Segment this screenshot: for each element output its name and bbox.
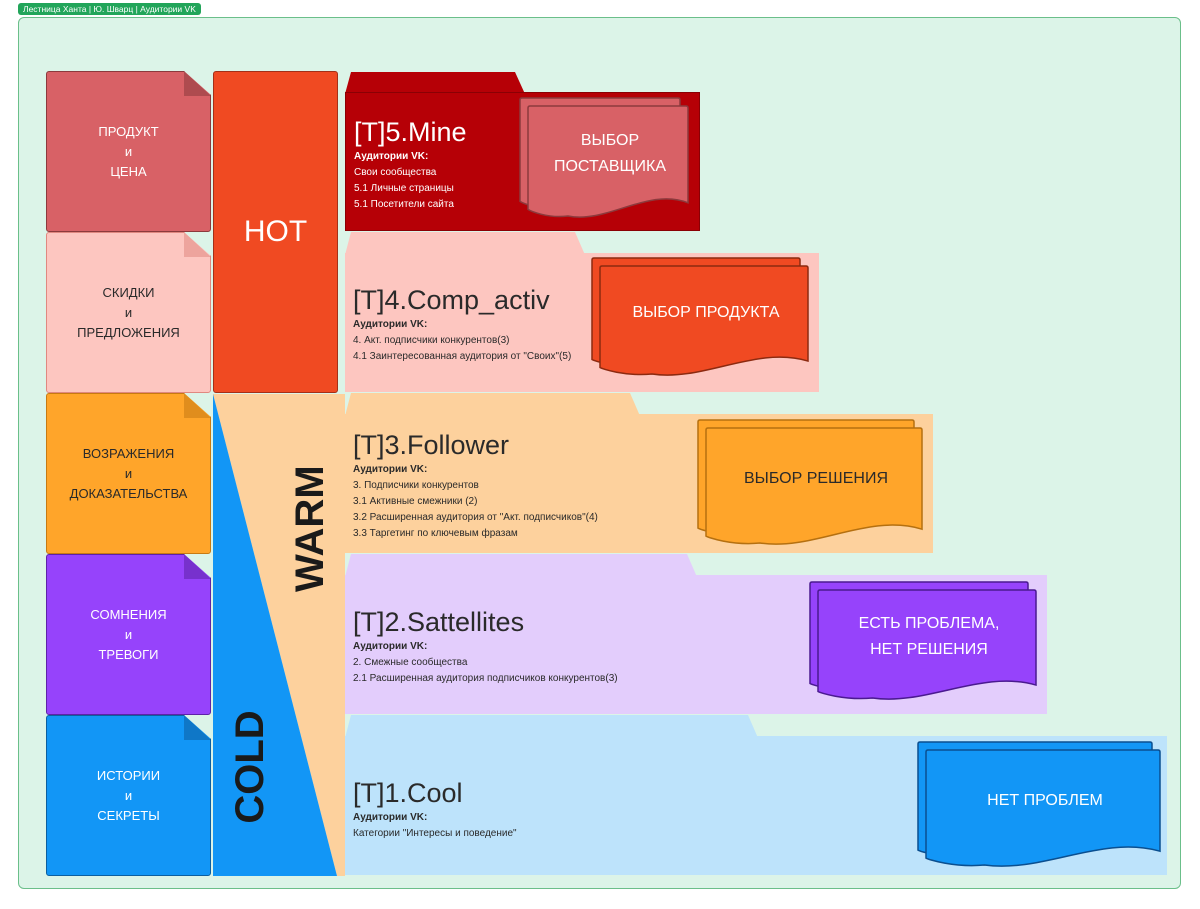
audience-item: 3.3 Таргетинг по ключевым фразам <box>353 528 518 539</box>
audience-item: Свои сообщества <box>354 167 437 178</box>
stage-label-line: ЕСТЬ ПРОБЛЕМА, <box>858 615 1000 632</box>
note-line: ВОЗРАЖЕНИЯ <box>82 445 175 461</box>
warm-area <box>213 394 345 876</box>
band-title: [T]5.Mine <box>354 117 467 147</box>
note-line: ЦЕНА <box>110 163 147 179</box>
audience-item: 5.1 Посетители сайта <box>354 199 454 210</box>
audience-item: 2.1 Расширенная аудитория подписчиков ко… <box>353 673 618 684</box>
step-tab <box>345 232 585 255</box>
audience-item: 2. Смежные сообщества <box>353 657 468 668</box>
note-line: СОМНЕНИЯ <box>90 606 167 622</box>
step-tab <box>345 715 758 738</box>
stage-label: ВЫБОР ПОСТАВЩИКА <box>530 128 690 180</box>
stage-label-line: ВЫБОР РЕШЕНИЯ <box>743 469 888 487</box>
band-title: [T]4.Comp_activ <box>353 285 550 315</box>
audience-item: 3.1 Активные смежники (2) <box>353 496 478 507</box>
note-line: ИСТОРИИ <box>96 767 161 783</box>
step-tab <box>345 393 640 416</box>
step-tab <box>345 554 697 577</box>
audience-label: Аудитории VK: <box>353 319 428 330</box>
stage-label-line: ВЫБОР ПРОДУКТА <box>632 304 780 321</box>
document-stack-icon <box>519 97 689 218</box>
document-stack-icon <box>809 581 1037 700</box>
audience-label: Аудитории VK: <box>353 641 428 652</box>
note-line: ПРОДУКТ <box>98 123 159 139</box>
note-line: и <box>124 304 133 320</box>
audience-item: 4. Акт. подписчики конкурентов(3) <box>353 335 510 346</box>
note-line: ТРЕВОГИ <box>98 646 159 662</box>
audience-item: 3. Подписчики конкурентов <box>353 480 479 491</box>
audience-item: Категории "Интересы и поведение" <box>353 828 517 839</box>
stage-label-line: НЕТ ПРОБЛЕМ <box>987 791 1103 809</box>
stage-label: ЕСТЬ ПРОБЛЕМА, НЕТ РЕШЕНИЯ <box>820 611 1038 663</box>
note-line: и <box>124 143 133 159</box>
stage-document: НЕТ ПРОБЛЕМ <box>917 741 1162 867</box>
band-title: [T]1.Cool <box>353 778 463 808</box>
document-stack-icon <box>591 257 809 376</box>
stage-document: ВЫБОР ПОСТАВЩИКА <box>519 97 690 218</box>
stage-document: ВЫБОР ПРОДУКТА <box>591 257 810 376</box>
warm-label: WARM <box>288 465 332 592</box>
note-line: и <box>124 465 133 481</box>
audience-item: 3.2 Расширенная аудитория от "Акт. подпи… <box>353 512 598 523</box>
audience-label: Аудитории VK: <box>353 464 428 475</box>
note-line: ПРЕДЛОЖЕНИЯ <box>77 324 180 340</box>
stage-label-line: ПОСТАВЩИКА <box>553 158 667 175</box>
stage-document: ВЫБОР РЕШЕНИЯ <box>697 419 924 545</box>
note-line: ДОКАЗАТЕЛЬСТВА <box>69 485 188 501</box>
stage-label-line: НЕТ РЕШЕНИЯ <box>870 641 988 658</box>
stage-label: НЕТ ПРОБЛЕМ <box>928 788 1162 814</box>
document-stack-icon <box>697 419 923 545</box>
hot-block: HOT <box>213 71 338 393</box>
note-line: СЕКРЕТЫ <box>97 807 160 823</box>
stage-label: ВЫБОР РЕШЕНИЯ <box>708 466 924 492</box>
stage-document: ЕСТЬ ПРОБЛЕМА, НЕТ РЕШЕНИЯ <box>809 581 1038 700</box>
audience-label: Аудитории VK: <box>354 151 429 162</box>
stage-label: ВЫБОР ПРОДУКТА <box>602 300 810 326</box>
note-line: и <box>124 626 133 642</box>
step-tab <box>345 72 525 94</box>
cold-label: COLD <box>228 710 272 824</box>
audience-item: 5.1 Личные страницы <box>354 183 454 194</box>
cold-area <box>213 394 337 876</box>
audience-item: 4.1 Заинтересованная аудитория от "Своих… <box>353 351 572 362</box>
hot-label: HOT <box>243 215 308 248</box>
audience-label: Аудитории VK: <box>353 812 428 823</box>
band-title: [T]2.Sattellites <box>353 607 525 637</box>
stage-label-line: ВЫБОР <box>580 132 640 149</box>
band-title: [T]3.Follower <box>353 430 510 460</box>
document-stack-icon <box>917 741 1161 867</box>
note-line: СКИДКИ <box>102 284 155 300</box>
note-line: и <box>124 787 133 803</box>
warm-cold-wedge <box>213 394 345 876</box>
frame-label[interactable]: Лестница Ханта | Ю. Шварц | Аудитории VK <box>18 3 201 15</box>
